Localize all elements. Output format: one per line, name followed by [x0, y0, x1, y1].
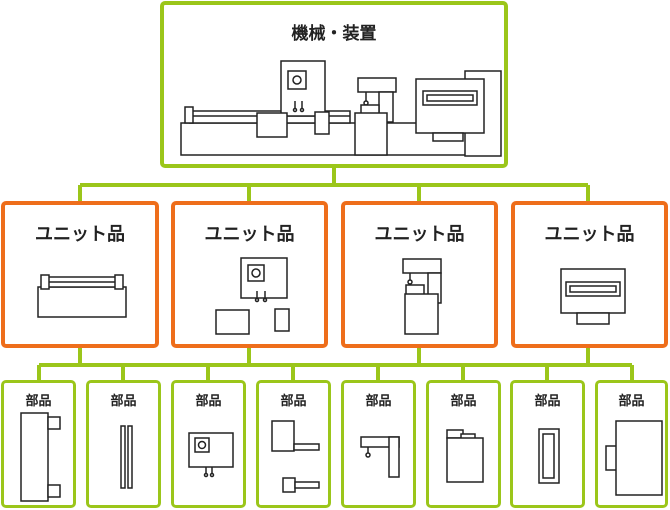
unit-box-1: ユニット品 [1, 201, 159, 348]
conveyor-tray-unit-icon [558, 266, 628, 331]
unit-box-4: ユニット品 [511, 201, 668, 348]
block-housing-icon [444, 426, 489, 486]
part-label: 部品 [25, 394, 52, 409]
part-label: 部品 [110, 394, 137, 409]
control-box-unit-icon [213, 255, 298, 340]
channel-frame-icon [535, 426, 565, 486]
part-label: 部品 [534, 394, 561, 409]
unit-box-3: ユニット品 [341, 201, 498, 348]
part-box-2: 部品 [86, 380, 161, 508]
part-label: 部品 [280, 394, 307, 409]
panel-box-icon [186, 430, 236, 485]
bracket-pair-icon [269, 418, 324, 498]
rail-block-icon [18, 410, 63, 505]
press-head-unit-icon [400, 256, 445, 336]
part-box-3: 部品 [171, 380, 246, 508]
part-box-5: 部品 [341, 380, 416, 508]
unit-label: ユニット品 [35, 224, 125, 245]
part-box-7: 部品 [510, 380, 585, 508]
part-box-1: 部品 [1, 380, 76, 508]
cover-plate-icon [603, 418, 665, 498]
part-box-4: 部品 [256, 380, 331, 508]
machine-label: 機械・装置 [291, 24, 377, 44]
machine-box: 機械・装置 [160, 1, 508, 168]
unit-label: ユニット品 [374, 224, 465, 245]
part-label: 部品 [195, 394, 222, 409]
machine-assembly-icon [175, 55, 505, 160]
part-box-6: 部品 [426, 380, 501, 508]
part-box-8: 部品 [595, 380, 668, 508]
unit-box-2: ユニット品 [171, 201, 328, 348]
nozzle-arm-icon [358, 433, 403, 483]
part-label: 部品 [618, 394, 645, 409]
part-label: 部品 [450, 394, 477, 409]
unit-label: ユニット品 [204, 224, 295, 245]
shaft-pair-icon [117, 423, 137, 493]
part-label: 部品 [365, 394, 392, 409]
unit-label: ユニット品 [544, 224, 635, 245]
linear-rail-unit-icon [35, 271, 130, 321]
